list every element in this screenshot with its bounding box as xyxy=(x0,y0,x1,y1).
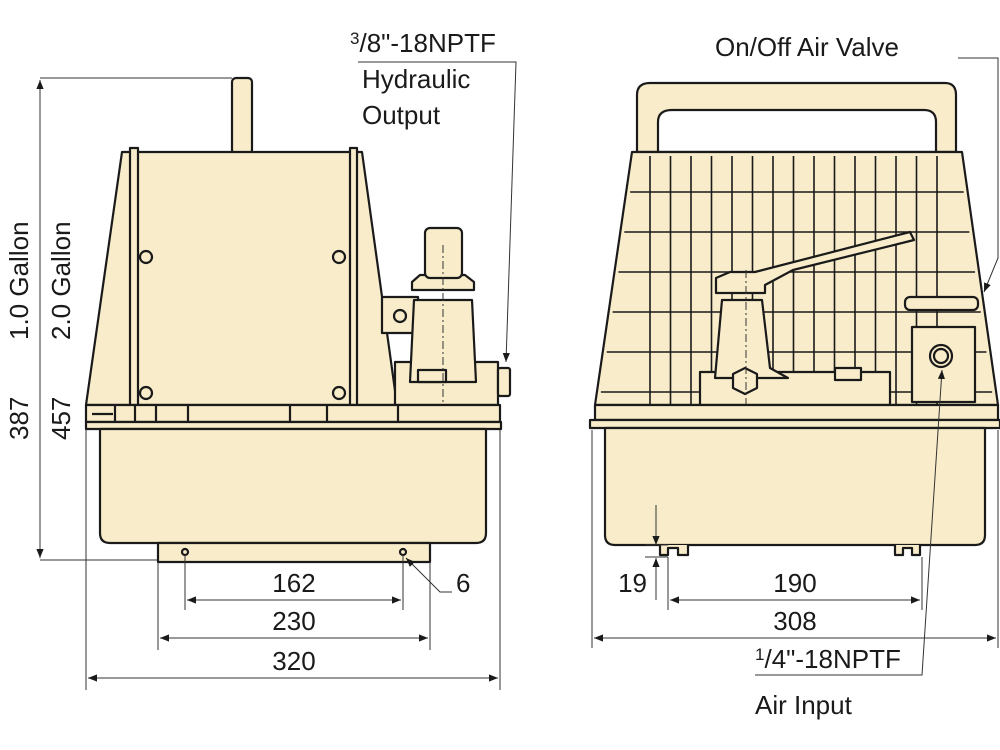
foot-right xyxy=(893,545,922,557)
cover-strap-right xyxy=(348,146,359,407)
label-2-gallon: 2.0 Gallon xyxy=(46,221,76,340)
dim-320: 320 xyxy=(272,646,315,676)
dim-19: 19 xyxy=(618,568,647,598)
dim-height-457: 457 xyxy=(46,397,76,440)
cover-bolts xyxy=(138,249,347,401)
right-dimensions xyxy=(591,57,999,676)
hydraulic-output-fitting xyxy=(496,366,512,398)
reservoir-tank xyxy=(603,426,987,547)
on-off-air-valve-label: On/Off Air Valve xyxy=(715,32,899,62)
air-valve-knob xyxy=(903,295,980,312)
hex-nut xyxy=(731,366,759,396)
cover-strap-left xyxy=(128,146,140,407)
pump-body xyxy=(713,298,790,380)
air-fitting-size: 1/4"-18NPTF xyxy=(755,644,901,674)
front-view-pump xyxy=(588,81,1000,557)
reservoir-tank xyxy=(98,427,488,545)
hydraulic-fitting-size: 3/8"-18NPTF xyxy=(350,28,496,58)
handle-opening xyxy=(656,108,938,154)
dim-308: 308 xyxy=(773,606,816,636)
dim-230: 230 xyxy=(272,606,315,636)
lid-rail xyxy=(593,403,1000,422)
hydraulic-label-1: Hydraulic xyxy=(362,64,470,94)
dim-190: 190 xyxy=(773,568,816,598)
lid-rail xyxy=(84,403,502,424)
dim-height-387: 387 xyxy=(4,397,34,440)
hydraulic-label-2: Output xyxy=(362,100,441,130)
filler-rod xyxy=(230,76,254,156)
pump-lever xyxy=(714,230,916,295)
mounting-feet xyxy=(156,541,432,564)
side-view-pump xyxy=(84,76,512,564)
dim-hole-6: 6 xyxy=(456,568,470,598)
guard-grid xyxy=(600,156,993,405)
left-dimensions xyxy=(36,61,517,690)
foot-left xyxy=(658,545,690,557)
dim-162: 162 xyxy=(272,568,315,598)
air-input-label: Air Input xyxy=(755,690,853,720)
label-1-gallon: 1.0 Gallon xyxy=(4,221,34,340)
